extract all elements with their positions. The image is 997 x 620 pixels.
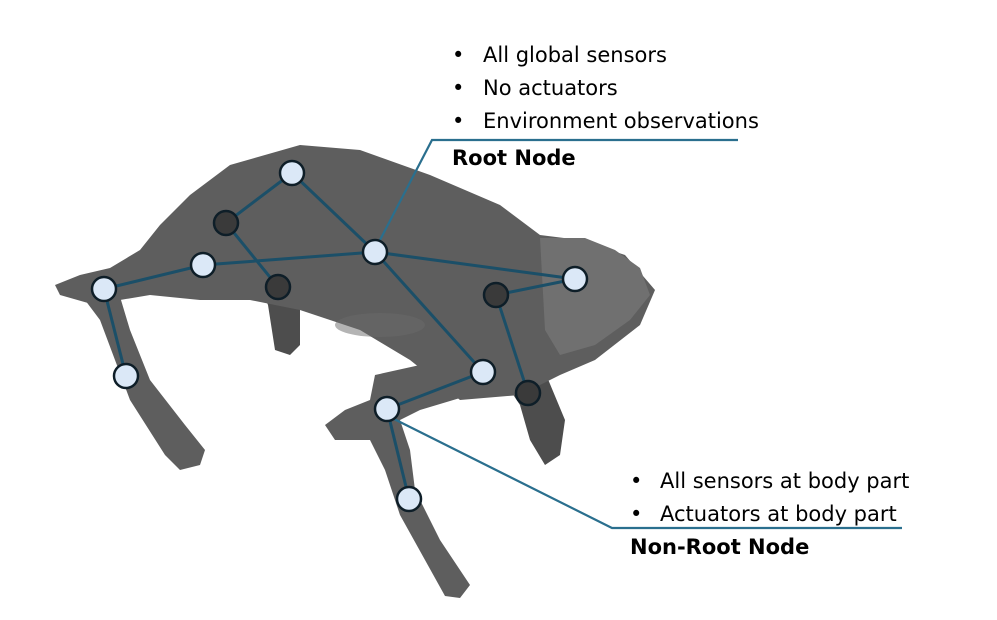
hidden-joint-node: [264, 273, 292, 301]
hidden-joint-node: [514, 379, 542, 407]
graph-edge: [202, 250, 376, 267]
nonroot-annotation: • All sensors at body part • Actuators a…: [630, 469, 909, 559]
nonroot-bullet-dot: •: [630, 502, 642, 526]
graph-edge: [290, 171, 377, 254]
joint-node: [189, 251, 217, 279]
root-bullet-dot: •: [452, 109, 464, 133]
graph-edge: [385, 408, 411, 500]
graph-edges: [102, 171, 576, 500]
graph-edge: [224, 222, 280, 288]
root-leader-line: [379, 138, 738, 241]
graph-edge: [225, 171, 293, 225]
graph-nodes: [90, 159, 589, 513]
graph-edge: [374, 250, 576, 281]
graph-edge: [102, 288, 128, 377]
root-bullet-dot: •: [452, 76, 464, 100]
nonroot-bullet-dot: •: [630, 469, 642, 493]
joint-node: [395, 485, 423, 513]
robot-silhouette: [55, 145, 655, 598]
root-bullet-3: Environment observations: [483, 109, 759, 133]
graph-edge: [103, 263, 204, 291]
graph-edge: [494, 294, 530, 394]
joint-node: [90, 275, 118, 303]
root-node: [361, 238, 389, 266]
root-bullet-dot: •: [452, 43, 464, 67]
nonroot-leader-line: [391, 417, 902, 530]
joint-node: [373, 395, 401, 423]
graph-edge: [495, 277, 576, 297]
joint-node: [561, 265, 589, 293]
hidden-joint-node: [212, 209, 240, 237]
nonroot-bullet-1: All sensors at body part: [660, 469, 909, 493]
root-bullet-1: All global sensors: [483, 43, 667, 67]
body-highlight: [335, 313, 425, 337]
hidden-joint-node: [482, 281, 510, 309]
annotation-leaders: [379, 138, 902, 530]
graph-edge: [373, 250, 485, 374]
head-module: [540, 238, 650, 355]
root-bullet-2: No actuators: [483, 76, 618, 100]
torso: [55, 145, 655, 400]
nonroot-bullet-2: Actuators at body part: [660, 502, 897, 526]
root-heading: Root Node: [452, 146, 576, 170]
joint-node: [278, 159, 306, 187]
nonroot-heading: Non-Root Node: [630, 535, 809, 559]
graph-edge: [386, 370, 484, 411]
front-near-leg: [85, 285, 205, 470]
joint-node: [469, 358, 497, 386]
joint-node: [112, 362, 140, 390]
root-annotation: • All global sensors • No actuators • En…: [452, 43, 759, 170]
